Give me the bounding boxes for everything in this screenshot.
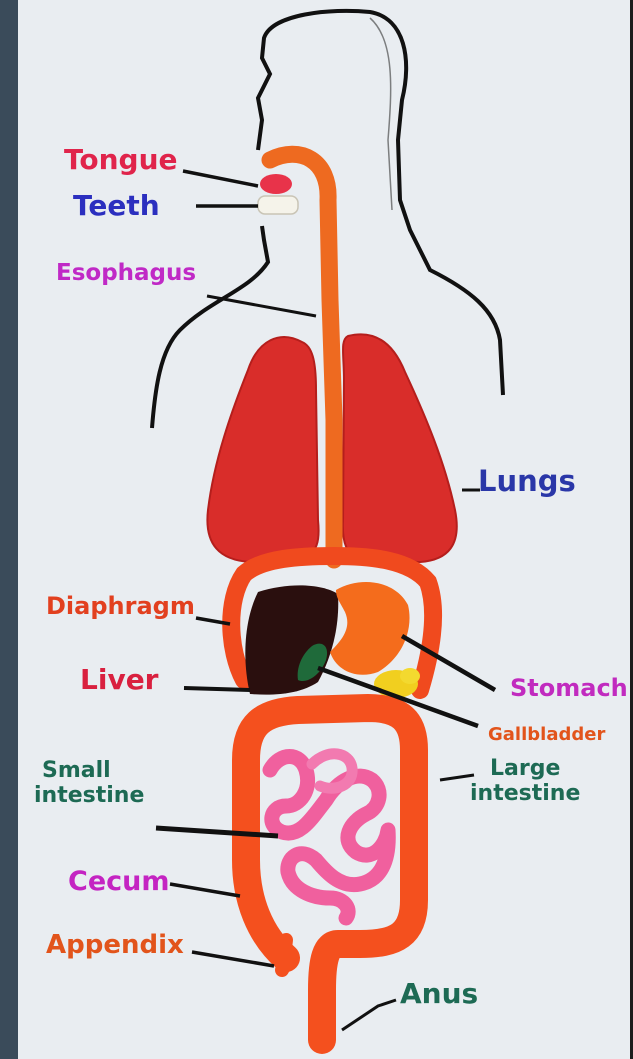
label-small-intestine-line1: Small [34,758,144,783]
label-large-intestine: Large intestine [470,756,580,807]
teeth [258,196,298,214]
small-intestine-loop [312,754,352,788]
label-cecum: Cecum [68,868,170,895]
stomach [330,582,410,675]
pointer-liver [184,688,250,690]
pointer-esophagus [207,296,316,316]
label-liver: Liver [80,666,159,694]
liver [245,585,338,694]
pancreas-lobe [400,668,420,684]
right-lung [343,334,457,562]
pointer-anus [342,1000,396,1030]
label-large-intestine-line2: intestine [470,781,580,806]
label-small-intestine-line2: intestine [34,783,144,808]
label-gallbladder: Gallbladder [488,726,605,744]
label-large-intestine-line1: Large [470,756,580,781]
label-appendix: Appendix [46,932,184,958]
appendix [282,940,286,970]
label-esophagus: Esophagus [56,262,196,285]
tongue [260,174,292,194]
label-diaphragm: Diaphragm [46,594,195,618]
pointer-appendix [192,952,274,966]
label-lungs: Lungs [478,467,576,496]
body-back-outline [370,18,392,210]
label-tongue: Tongue [64,146,178,174]
pointer-tongue [183,171,258,186]
pointer-large-intestine [440,775,474,780]
small-intestine [270,757,388,919]
label-small-intestine: Small intestine [34,758,144,809]
label-stomach: Stomach [510,676,628,700]
label-anus: Anus [400,980,478,1008]
left-lung [207,337,318,562]
pointer-cecum [170,884,240,896]
label-teeth: Teeth [73,192,160,220]
